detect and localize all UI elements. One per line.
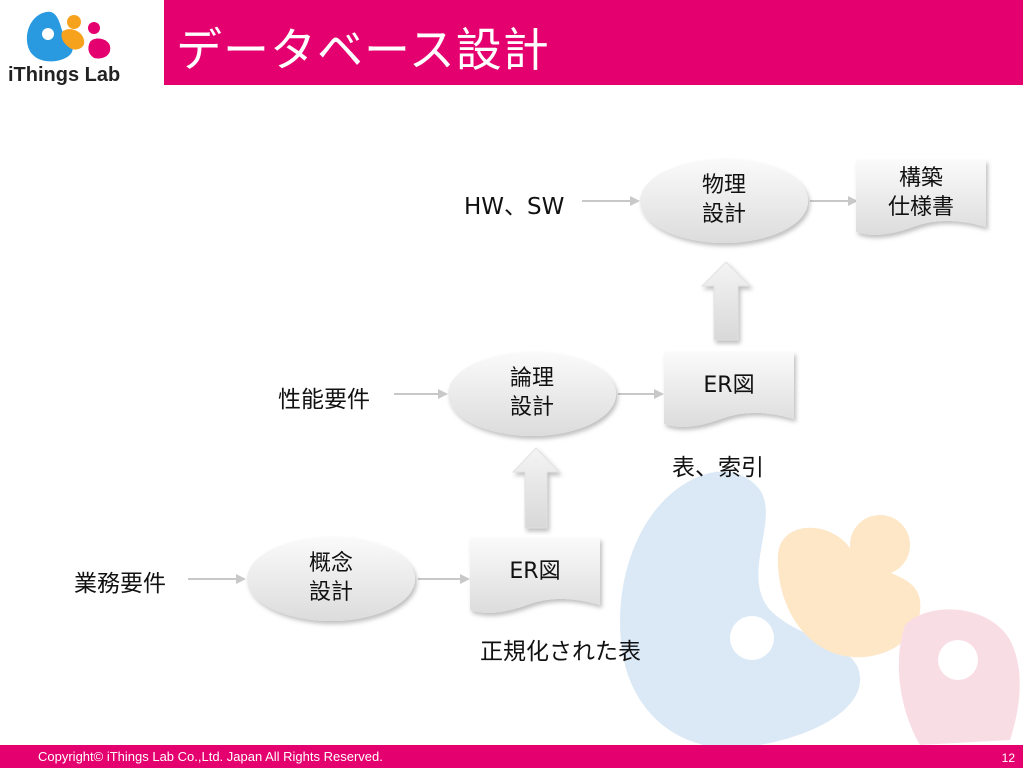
document-build-spec [856,160,986,235]
caption-tables-indexes: 表、索引 [672,455,764,481]
document-er-tables-label: ER図 [703,373,755,398]
document-er-tables [664,352,794,427]
document-build-spec-line1: 構築 [898,166,943,191]
process-conceptual-label: 概念 設計 [271,549,391,607]
process-physical-line1: 物理 [701,173,746,198]
footer-bar [0,745,1023,768]
process-physical-line2: 設計 [701,202,746,227]
slide-title: データベース設計 [176,23,550,77]
input-hw-sw: HW、SW [464,194,565,220]
process-logical [448,352,616,436]
process-physical [640,159,808,243]
page-number: 12 [1001,751,1015,765]
logo-mark-icon [26,11,111,62]
process-physical-label: 物理 設計 [664,171,784,229]
input-business-requirements: 業務要件 [74,571,166,597]
logo-text: iThings Lab [8,64,121,86]
document-er-normalized-label: ER図 [509,559,561,584]
document-build-spec-label: 構築 仕様書 [856,164,986,222]
process-conceptual-line2: 設計 [308,580,353,605]
process-logical-line1: 論理 [509,366,554,391]
title-bar [164,0,1023,85]
process-logical-label: 論理 設計 [472,364,592,422]
process-conceptual [247,537,415,621]
document-er-normalized [470,538,600,613]
block-arrow-up-to-logical [511,447,561,529]
input-performance-requirements: 性能要件 [278,387,370,413]
process-logical-line2: 設計 [509,395,554,420]
block-arrow-up-to-physical [700,261,752,341]
caption-normalized-tables: 正規化された表 [480,639,641,665]
copyright-text: Copyright© iThings Lab Co.,Ltd. Japan Al… [38,749,383,764]
document-build-spec-line2: 仕様書 [887,195,954,220]
process-conceptual-line1: 概念 [308,551,353,576]
